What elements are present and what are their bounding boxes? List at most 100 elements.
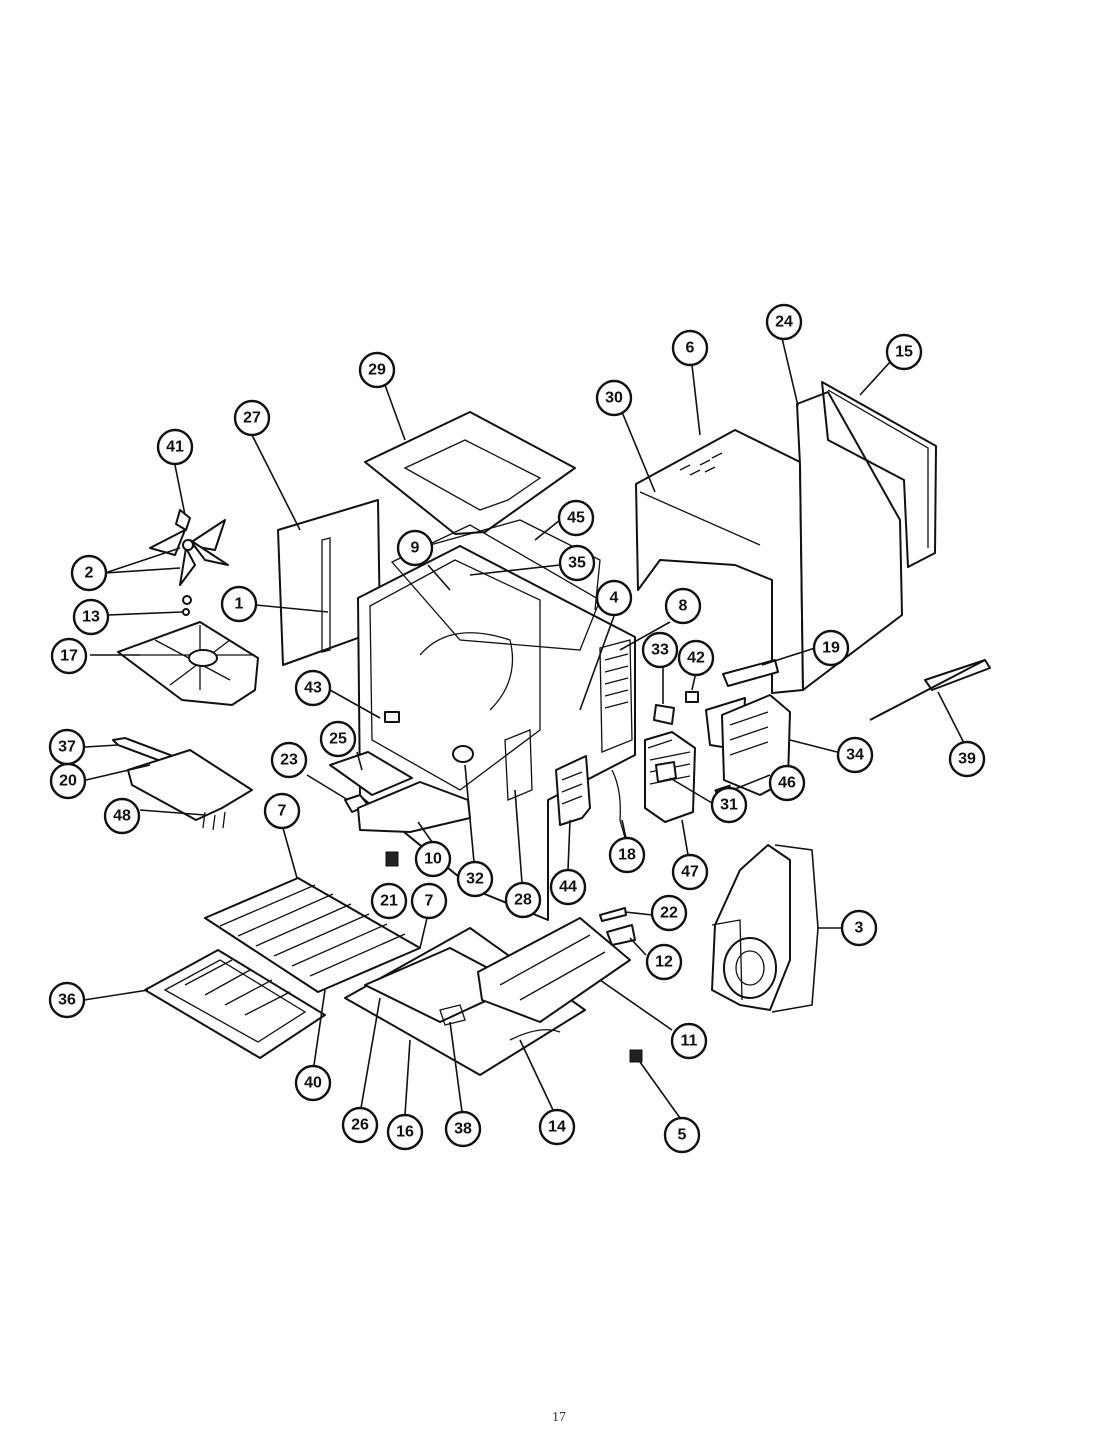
callout-label: 4 <box>610 590 619 607</box>
callout-label: 13 <box>82 609 100 626</box>
callout-37: 37 <box>48 728 86 766</box>
callout-label: 36 <box>58 992 76 1009</box>
part-33-31-42-small-parts <box>653 691 699 783</box>
callout-label: 9 <box>411 540 420 557</box>
callout-label: 43 <box>304 680 322 697</box>
callout-label: 27 <box>243 410 261 427</box>
callout-label: 16 <box>396 1124 414 1141</box>
part-22-12-small-parts <box>599 907 636 946</box>
callout-label: 30 <box>605 390 623 407</box>
callout-29: 29 <box>358 351 396 389</box>
callout-label: 38 <box>454 1121 472 1138</box>
callout-28: 28 <box>504 881 542 919</box>
callout-label: 1 <box>235 596 244 613</box>
callout-3: 3 <box>840 909 878 947</box>
callout-label: 19 <box>822 640 840 657</box>
callout-label: 21 <box>380 893 398 910</box>
callout-43: 43 <box>294 669 332 707</box>
callout-19: 19 <box>812 629 850 667</box>
callout-label: 41 <box>166 439 184 456</box>
callout-47: 47 <box>671 853 709 891</box>
part-29-top-plate <box>364 411 576 535</box>
part-6-cabinet-wrapper <box>635 429 804 694</box>
callout-label: 20 <box>59 773 77 790</box>
callout-15: 15 <box>885 333 923 371</box>
callout-label: 42 <box>687 650 705 667</box>
callout-label: 37 <box>58 739 76 756</box>
callout-label: 34 <box>846 747 864 764</box>
callout-label: 11 <box>681 1033 698 1050</box>
callout-35: 35 <box>558 544 596 582</box>
callout-21: 21 <box>370 882 408 920</box>
callout-27: 27 <box>233 399 271 437</box>
part-34-magnetron <box>705 659 791 804</box>
callout-39: 39 <box>948 740 986 778</box>
callout-label: 12 <box>655 954 673 971</box>
callout-31: 31 <box>710 786 748 824</box>
callout-41: 41 <box>156 428 194 466</box>
callout-label: 17 <box>60 648 78 665</box>
callout-4: 4 <box>595 579 633 617</box>
callout-17: 17 <box>50 637 88 675</box>
callout-label: 24 <box>775 314 793 331</box>
callout-label: 2 <box>85 565 94 582</box>
page-number: 17 <box>552 1410 566 1425</box>
callout-label: 23 <box>280 752 298 769</box>
callout-label: 35 <box>568 555 586 572</box>
part-41-fan-blade <box>149 509 229 616</box>
callout-label: 22 <box>660 905 678 922</box>
callout-label: 10 <box>424 851 442 868</box>
callout-label: 32 <box>466 871 484 888</box>
callout-label: 5 <box>678 1127 687 1144</box>
callout-label: 7 <box>278 803 287 820</box>
part-9-oven-cavity <box>357 519 636 921</box>
part-44-switch-bracket <box>555 755 591 826</box>
callout-label: 14 <box>548 1119 566 1136</box>
callout-label: 8 <box>679 598 688 615</box>
callout-2: 2 <box>70 554 108 592</box>
callout-label: 48 <box>113 808 131 825</box>
callout-label: 26 <box>351 1117 369 1134</box>
callout-30: 30 <box>595 379 633 417</box>
callout-38: 38 <box>444 1110 482 1148</box>
part-5-foot <box>629 1049 643 1063</box>
callout-33: 33 <box>641 631 679 669</box>
callout-46: 46 <box>768 764 806 802</box>
callout-20: 20 <box>49 762 87 800</box>
callout-25: 25 <box>319 720 357 758</box>
part-10-bracket-assembly <box>329 751 471 833</box>
part-11-base-tray <box>477 917 631 1023</box>
callout-44: 44 <box>549 868 587 906</box>
callout-label: 47 <box>681 864 699 881</box>
callout-5: 5 <box>663 1116 701 1154</box>
callout-18: 18 <box>608 836 646 874</box>
callout-42: 42 <box>677 639 715 677</box>
callout-label: 33 <box>651 642 669 659</box>
callout-34: 34 <box>836 736 874 774</box>
callout-label: 44 <box>559 879 577 896</box>
part-15-back-gasket <box>821 381 937 568</box>
callout-14: 14 <box>538 1108 576 1146</box>
part-39-rod <box>869 659 991 721</box>
part-24-back-panel <box>796 391 903 691</box>
part-16-bottom-plate <box>344 927 586 1076</box>
callout-40: 40 <box>294 1064 332 1102</box>
callout-label: 28 <box>514 892 532 909</box>
callout-45: 45 <box>557 499 595 537</box>
leader-lines <box>83 337 966 1119</box>
callout-32: 32 <box>456 860 494 898</box>
callout-7-rack: 7 <box>263 792 301 830</box>
callout-11: 11 <box>670 1022 708 1060</box>
callout-label: 46 <box>778 775 796 792</box>
callout-23: 23 <box>270 741 308 779</box>
callout-label: 3 <box>855 920 864 937</box>
callout-6: 6 <box>671 329 709 367</box>
callout-label: 39 <box>958 751 976 768</box>
callout-label: 31 <box>720 797 738 814</box>
callout-label: 45 <box>567 510 585 527</box>
part-20-cover-plate <box>127 749 253 831</box>
callout-label: 15 <box>895 344 913 361</box>
callout-1: 1 <box>220 585 258 623</box>
